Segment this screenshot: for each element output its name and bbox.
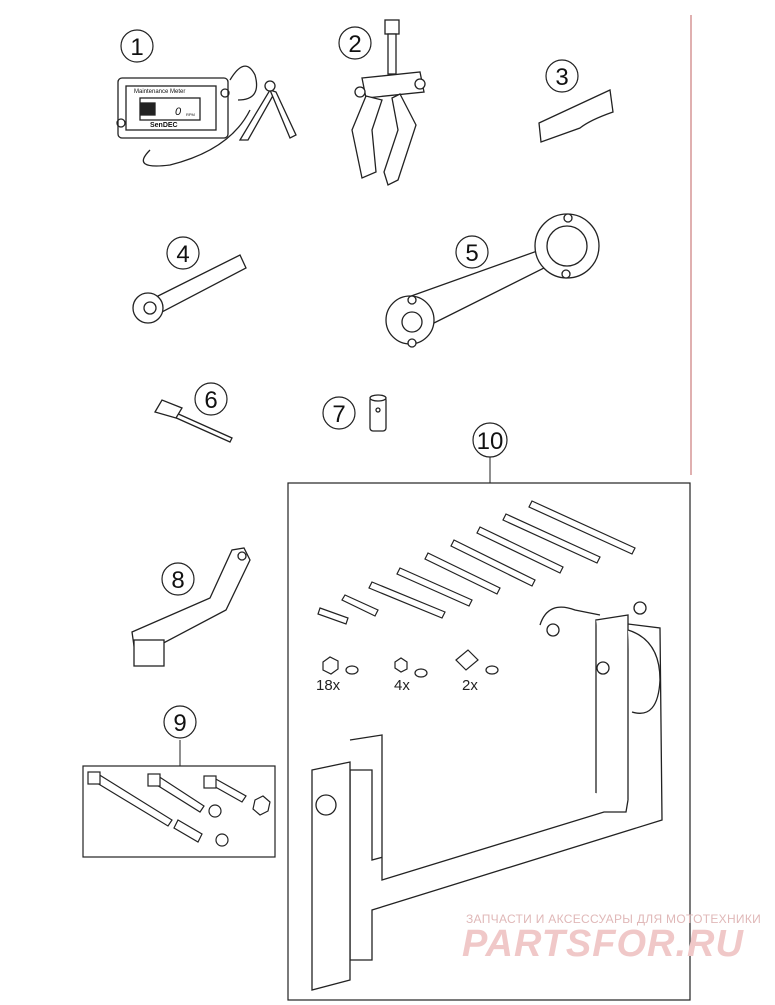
callout-1 xyxy=(120,29,154,63)
callout-label-3: 3 xyxy=(555,64,568,91)
callout-8 xyxy=(161,562,195,596)
callout-5 xyxy=(455,235,489,269)
callout-4 xyxy=(166,236,200,270)
meter-title: Maintenance Meter xyxy=(134,89,185,95)
watermark-logo: PARTSFOR.RU xyxy=(462,923,744,965)
part-2-puller[interactable] xyxy=(351,19,426,186)
part-3-gauge-plate[interactable] xyxy=(538,89,614,143)
part-5-pin-spanner[interactable] xyxy=(385,213,600,348)
callout-label-8: 8 xyxy=(171,567,184,594)
part-1-maintenance-meter[interactable] xyxy=(116,65,297,167)
callout-9 xyxy=(163,705,197,739)
meter-brand: SenDEC xyxy=(150,122,178,129)
callout-label-7: 7 xyxy=(332,401,345,428)
qty-plates: 2x xyxy=(462,677,478,694)
part-9-box xyxy=(82,765,276,858)
part-6-comb-tool[interactable] xyxy=(154,399,233,443)
part-8-lever[interactable] xyxy=(131,547,251,667)
callout-label-4: 4 xyxy=(176,241,189,268)
part-7-sleeve[interactable] xyxy=(369,394,387,432)
callout-6 xyxy=(194,382,228,416)
part-10-box xyxy=(287,482,691,1001)
callout-10 xyxy=(472,422,508,458)
callout-label-6: 6 xyxy=(204,387,217,414)
part-10-nuts-washers[interactable] xyxy=(322,649,499,678)
meter-unit: RPM xyxy=(186,112,195,117)
callout-labels: 1 2 3 4 5 6 7 8 9 10 xyxy=(130,31,568,737)
meter-display: 0 xyxy=(175,106,182,118)
part-9-bolts[interactable] xyxy=(87,771,271,847)
callouts xyxy=(120,26,579,739)
callout-label-2: 2 xyxy=(348,31,361,58)
callout-2 xyxy=(338,26,372,60)
callout-label-10: 10 xyxy=(477,428,504,455)
qty-small-nuts: 4x xyxy=(394,677,410,694)
part-4-hook-wrench[interactable] xyxy=(132,254,247,324)
callout-label-1: 1 xyxy=(130,34,143,61)
callout-3 xyxy=(545,59,579,93)
qty-nuts: 18x xyxy=(316,677,341,694)
callout-label-5: 5 xyxy=(465,240,478,267)
part-10-stand-frame[interactable] xyxy=(311,601,663,991)
callout-label-9: 9 xyxy=(173,710,186,737)
watermark-tagline: ЗАПЧАСТИ И АКСЕССУАРЫ ДЛЯ МОТОТЕХНИКИ xyxy=(466,912,762,926)
callout-7 xyxy=(322,396,356,430)
part-10-bolt-set[interactable] xyxy=(317,500,636,625)
